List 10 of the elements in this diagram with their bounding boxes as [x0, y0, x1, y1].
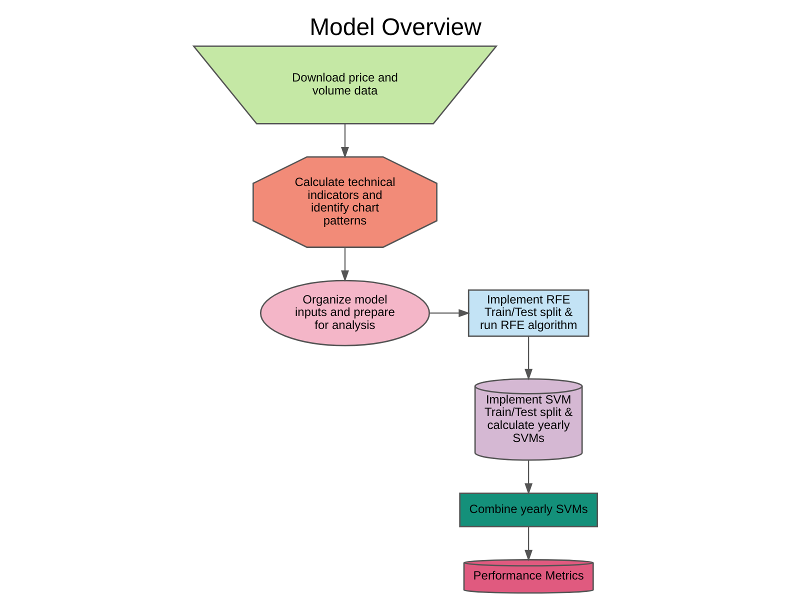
arrow	[524, 336, 532, 380]
diagram-title: Model Overview	[309, 14, 481, 41]
node-box: Implement RFE Train/Test split & run RFE algorithm	[467, 289, 589, 337]
arrow	[524, 526, 532, 562]
arrow	[340, 124, 348, 158]
arrow	[340, 247, 348, 282]
node-box: Combine yearly SVMs	[458, 492, 598, 528]
arrow	[524, 460, 532, 495]
node-ellipse: Organize model inputs and prepare for analysis	[259, 280, 430, 346]
arrow	[428, 309, 470, 318]
